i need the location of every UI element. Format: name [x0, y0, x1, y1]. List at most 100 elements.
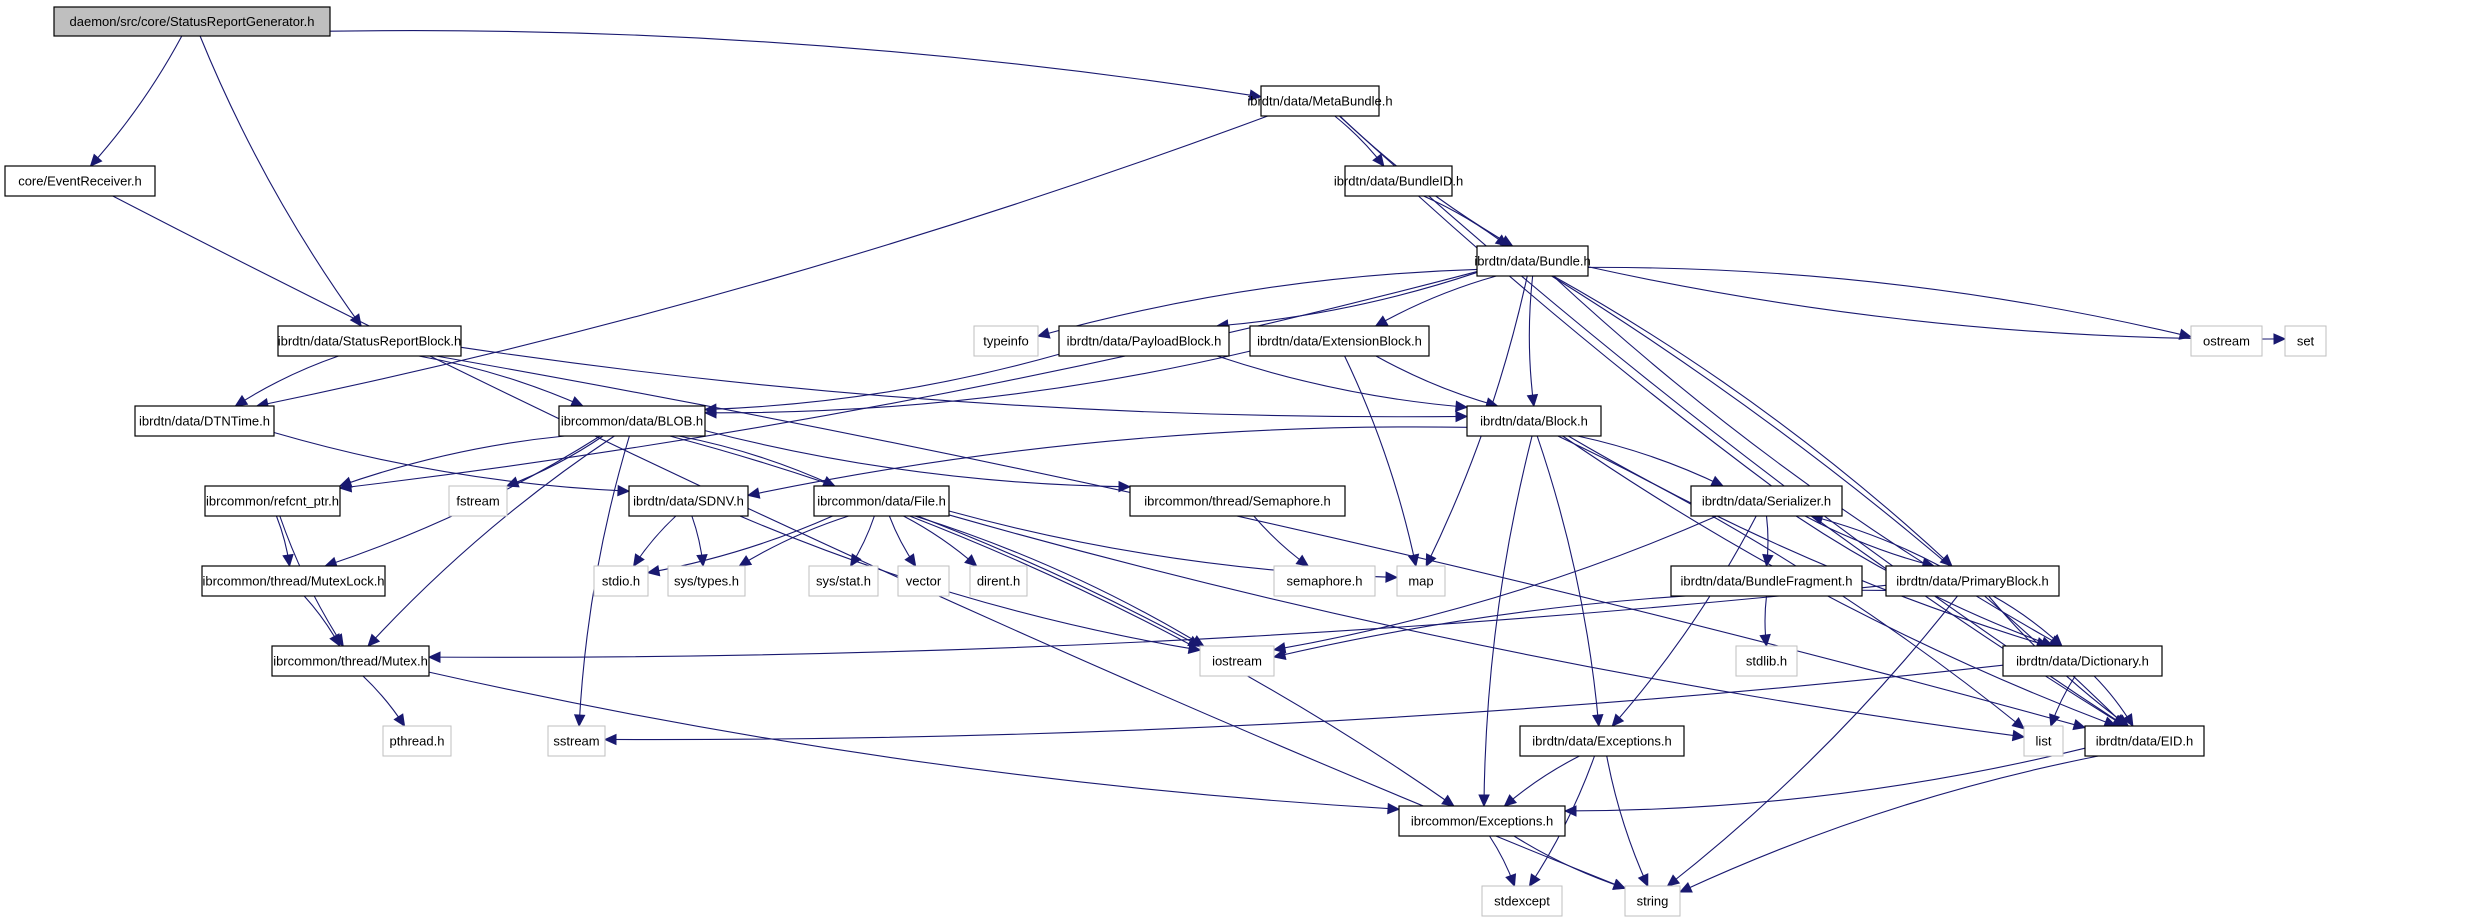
node-list: list [2023, 725, 2064, 757]
node-box [1466, 405, 1602, 437]
node-dtnexceptions[interactable]: ibrdtn/data/Exceptions.h [1519, 725, 1685, 757]
node-box [271, 645, 430, 677]
edge-file-to-systypes [739, 515, 849, 567]
edge-serializer-to-dtnexceptions [1611, 515, 1757, 727]
node-label: iostream [1212, 654, 1262, 669]
arrowhead-icon [646, 564, 661, 577]
arrowhead-icon [2049, 713, 2061, 728]
edge-blob-to-semaphore [704, 430, 1131, 488]
node-statusreportblock[interactable]: ibrdtn/data/StatusReportBlock.h [277, 325, 462, 357]
arrowhead-icon [573, 714, 586, 728]
edge-serializer-to-primaryblock [1804, 515, 1935, 567]
node-label: ostream [2203, 334, 2250, 349]
node-eventreceiver[interactable]: core/EventReceiver.h [4, 165, 156, 197]
edge-dictionary-to-sstream [604, 664, 2004, 741]
node-dictionary[interactable]: ibrdtn/data/Dictionary.h [2002, 645, 2163, 677]
edge-extensionblock-to-blob [704, 350, 1251, 414]
edge-statusreportblock-to-block [460, 346, 1468, 418]
node-root[interactable]: daemon/src/core/StatusReportGenerator.h [53, 6, 331, 37]
node-eid[interactable]: ibrdtn/data/EID.h [2084, 725, 2205, 757]
node-box [593, 565, 649, 597]
node-label: ibrdtn/data/EID.h [2096, 734, 2194, 749]
arrowhead-icon [1387, 802, 1401, 815]
arrowhead-icon [282, 553, 294, 568]
arrowhead-icon [1528, 873, 1541, 888]
node-metabundle[interactable]: ibrdtn/data/MetaBundle.h [1247, 85, 1393, 117]
node-label: daemon/src/core/StatusReportGenerator.h [70, 14, 315, 29]
arrowhead-icon [367, 633, 381, 647]
node-label: ibrdtn/data/BundleID.h [1334, 174, 1463, 189]
arrowhead-icon [1407, 553, 1420, 568]
arrowhead-icon [821, 475, 836, 487]
arrowhead-icon [1295, 554, 1310, 567]
node-systypes: sys/types.h [667, 565, 746, 597]
node-label: typeinfo [983, 334, 1029, 349]
node-vector: vector [897, 565, 950, 597]
arrowhead-icon [964, 554, 978, 567]
arrowhead-icon [1710, 475, 1724, 487]
node-box [973, 325, 1039, 357]
node-box [1624, 885, 1681, 917]
node-mutex[interactable]: ibrcommon/thread/Mutex.h [271, 645, 430, 677]
node-dtntime[interactable]: ibrdtn/data/DTNTime.h [134, 405, 275, 437]
arrowhead-icon [1372, 153, 1385, 167]
node-box [1273, 565, 1376, 597]
node-bundleid[interactable]: ibrdtn/data/BundleID.h [1334, 165, 1463, 197]
node-box [1481, 885, 1563, 917]
edge-file-to-list [948, 514, 2025, 738]
arrowhead-icon [1612, 879, 1627, 890]
node-extensionblock[interactable]: ibrdtn/data/ExtensionBlock.h [1249, 325, 1430, 357]
node-payloadblock[interactable]: ibrdtn/data/PayloadBlock.h [1058, 325, 1230, 357]
node-typeinfo: typeinfo [973, 325, 1039, 357]
edge-blob-to-refcnt [339, 435, 565, 487]
arrowhead-icon [2011, 729, 2026, 742]
arrowhead-icon [329, 633, 341, 648]
arrowhead-icon [1248, 89, 1263, 101]
edge-blob-to-file [678, 435, 835, 487]
node-refcnt[interactable]: ibrcommon/refcnt_ptr.h [204, 485, 341, 517]
node-sstream: sstream [547, 725, 606, 757]
node-label: ibrdtn/data/Bundle.h [1474, 254, 1590, 269]
arrowhead-icon [569, 396, 584, 407]
node-bundle[interactable]: ibrdtn/data/Bundle.h [1474, 245, 1591, 277]
node-mutexlock[interactable]: ibrcommon/thread/MutexLock.h [201, 565, 386, 597]
node-box [2284, 325, 2327, 357]
node-box [1670, 565, 1863, 597]
node-stdexcept: stdexcept [1481, 885, 1563, 917]
node-file[interactable]: ibrcommon/data/File.h [813, 485, 950, 517]
node-commonexceptions[interactable]: ibrcommon/Exceptions.h [1398, 805, 1566, 837]
edge-file-to-iostream [914, 515, 1204, 647]
arrowhead-icon [1762, 553, 1774, 568]
edge-block-to-eid [1562, 435, 2117, 727]
node-box [277, 325, 462, 357]
node-bundlefragment[interactable]: ibrdtn/data/BundleFragment.h [1670, 565, 1863, 597]
node-box [2023, 725, 2064, 757]
node-primaryblock[interactable]: ibrdtn/data/PrimaryBlock.h [1885, 565, 2060, 597]
node-box [813, 485, 950, 517]
edge-metabundle-to-eid [1338, 115, 2126, 727]
arrowhead-icon [1385, 571, 1399, 583]
arrowhead-icon [2072, 718, 2087, 731]
node-label: ibrcommon/thread/Semaphore.h [1144, 494, 1330, 509]
node-string: string [1624, 885, 1681, 917]
arrowhead-icon [89, 153, 103, 167]
node-box [667, 565, 746, 597]
node-sdnv[interactable]: ibrdtn/data/SDNV.h [628, 485, 749, 517]
node-serializer[interactable]: ibrdtn/data/Serializer.h [1690, 485, 1843, 517]
edge-bundle-to-dictionary [1552, 275, 2063, 647]
arrowhead-icon [632, 553, 645, 568]
node-label: ibrdtn/data/Serializer.h [1702, 494, 1831, 509]
arrowhead-icon [1478, 794, 1490, 808]
node-box [1129, 485, 1346, 517]
edge-file-to-commonexceptions [909, 515, 1455, 807]
edge-dtntime-to-sdnv [273, 431, 630, 492]
node-box [448, 485, 508, 517]
node-blob[interactable]: ibrcommon/data/BLOB.h [558, 405, 706, 437]
edge-metabundle-to-dtntime [256, 115, 1268, 407]
edge-bundle-to-refcnt [339, 271, 1478, 489]
node-semaphore[interactable]: ibrcommon/thread/Semaphore.h [1129, 485, 1346, 517]
node-box [1398, 805, 1566, 837]
arrowhead-icon [1494, 234, 1509, 247]
node-block[interactable]: ibrdtn/data/Block.h [1466, 405, 1602, 437]
